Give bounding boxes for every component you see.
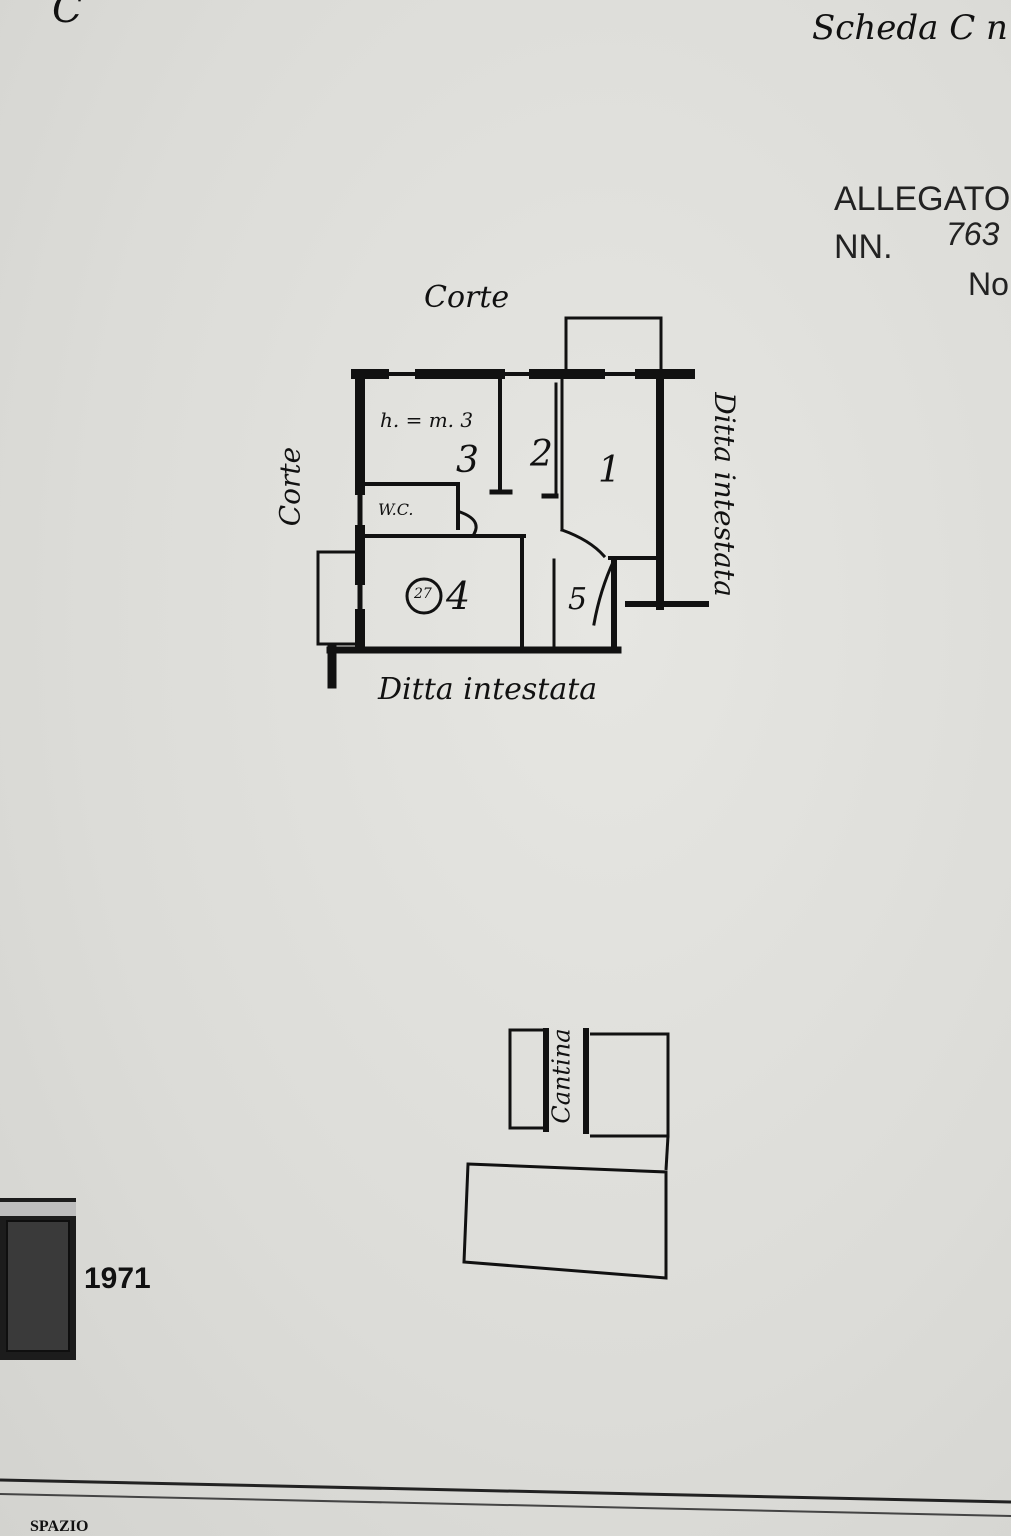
room-2-label: 2 (530, 434, 553, 475)
room-5-label: 5 (568, 582, 588, 617)
stamp-number: 1971 (84, 1262, 151, 1295)
door-swing-wc (458, 510, 478, 537)
room-4-label: 4 (446, 574, 471, 618)
height-note: h. = m. 3 (380, 408, 474, 432)
wc-label: W.C. (378, 500, 414, 519)
cellar-outline-right (590, 1032, 670, 1138)
cellar-lower-block (462, 1162, 668, 1280)
label-corte-top: Corte (424, 280, 510, 315)
door-swing-1 (560, 528, 607, 559)
balcony-outline (564, 316, 663, 378)
door-swing-2 (592, 558, 616, 626)
official-stamp (0, 1198, 76, 1360)
top-left-mark: C (52, 0, 83, 32)
footer-rules (0, 1478, 1011, 1517)
room4-circle (405, 577, 443, 615)
left-balcony (316, 550, 362, 646)
cellar-outline-left (508, 1028, 546, 1130)
footer-text: SPAZIO (30, 1518, 89, 1535)
stamp-header (0, 1202, 76, 1216)
annex-note: No (968, 266, 1009, 302)
label-ditta-bottom: Ditta intestata (378, 672, 598, 707)
nn-value: 763 (946, 216, 1000, 252)
allegato-label: ALLEGATO (834, 180, 1011, 218)
nn-label: NN. (834, 228, 893, 266)
stamp-portrait (6, 1220, 70, 1352)
room-1-label: 1 (598, 450, 621, 491)
room-4-circled: 27 (414, 586, 432, 602)
cellar-label: Cantina (547, 1028, 576, 1124)
room-3-label: 3 (456, 440, 479, 481)
cellar-connector (664, 1135, 670, 1171)
scheda-label: Scheda C n (812, 8, 1008, 48)
